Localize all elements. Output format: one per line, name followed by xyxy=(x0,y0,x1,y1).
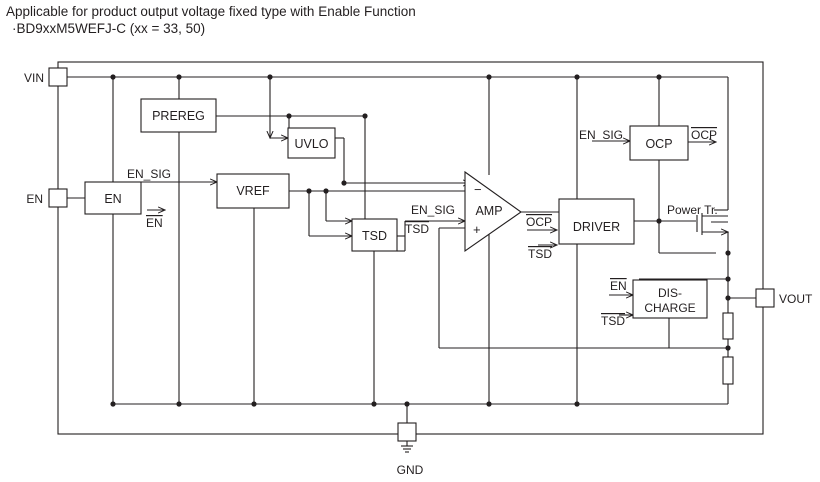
vref-label: VREF xyxy=(236,184,270,198)
driver-block: DRIVER xyxy=(558,198,635,245)
ocp-label: OCP xyxy=(645,137,672,151)
wiring xyxy=(67,76,756,453)
en-bar-label-discharge: EN xyxy=(610,279,627,293)
vref-block: VREF xyxy=(216,173,290,209)
driver-label: DRIVER xyxy=(573,220,620,234)
pin-vout-label: VOUT xyxy=(779,292,813,306)
pin-vin: VIN xyxy=(24,67,68,87)
uvlo-label: UVLO xyxy=(294,137,328,151)
pin-vin-label: VIN xyxy=(24,71,44,85)
diagram-subtitle: ·BD9xxM5WEFJ-C (xx = 33, 50) xyxy=(12,21,206,36)
amp-label: AMP xyxy=(475,204,502,218)
amp-minus-sign: − xyxy=(474,182,482,197)
en-block-label: EN xyxy=(104,192,121,206)
ocp-label-driver: OCP xyxy=(526,215,552,229)
prereg-block: PREREG xyxy=(140,98,217,133)
feedback-resistor-lower xyxy=(722,356,734,385)
amp-plus-sign: + xyxy=(473,222,481,237)
en-sig-label-en-block: EN_SIG xyxy=(127,167,171,181)
pin-gnd: GND xyxy=(397,422,424,477)
prereg-label: PREREG xyxy=(152,109,205,123)
diagram-title: Applicable for product output voltage fi… xyxy=(6,4,416,19)
pin-en: EN xyxy=(26,188,68,208)
pin-gnd-label: GND xyxy=(397,463,424,477)
tsd-label-discharge: TSD xyxy=(601,314,625,328)
en-block: EN xyxy=(84,181,142,215)
ocp-block: OCP xyxy=(629,125,689,161)
power-transistor-label: Power Tr. xyxy=(667,203,718,217)
en-sig-label-ocp: EN_SIG xyxy=(579,128,623,142)
amp-block: − + AMP xyxy=(464,170,522,253)
pin-en-label: EN xyxy=(26,192,43,206)
en-bar-label-en-block: EN xyxy=(146,216,163,230)
tsd-label-driver: TSD xyxy=(528,247,552,261)
tsd-label-amp: TSD xyxy=(405,222,429,236)
discharge-label-line2: CHARGE xyxy=(644,301,695,315)
feedback-resistor-upper xyxy=(722,312,734,340)
uvlo-block: UVLO xyxy=(287,127,336,159)
pin-vout: VOUT xyxy=(755,288,813,308)
tsd-label: TSD xyxy=(362,229,387,243)
tsd-block: TSD xyxy=(351,218,398,252)
discharge-block: DIS- CHARGE xyxy=(632,279,708,319)
discharge-label-line1: DIS- xyxy=(658,286,682,300)
ocp-output-label: OCP xyxy=(691,128,717,142)
en-sig-label-amp: EN_SIG xyxy=(411,203,455,217)
junction-dots xyxy=(110,74,731,407)
